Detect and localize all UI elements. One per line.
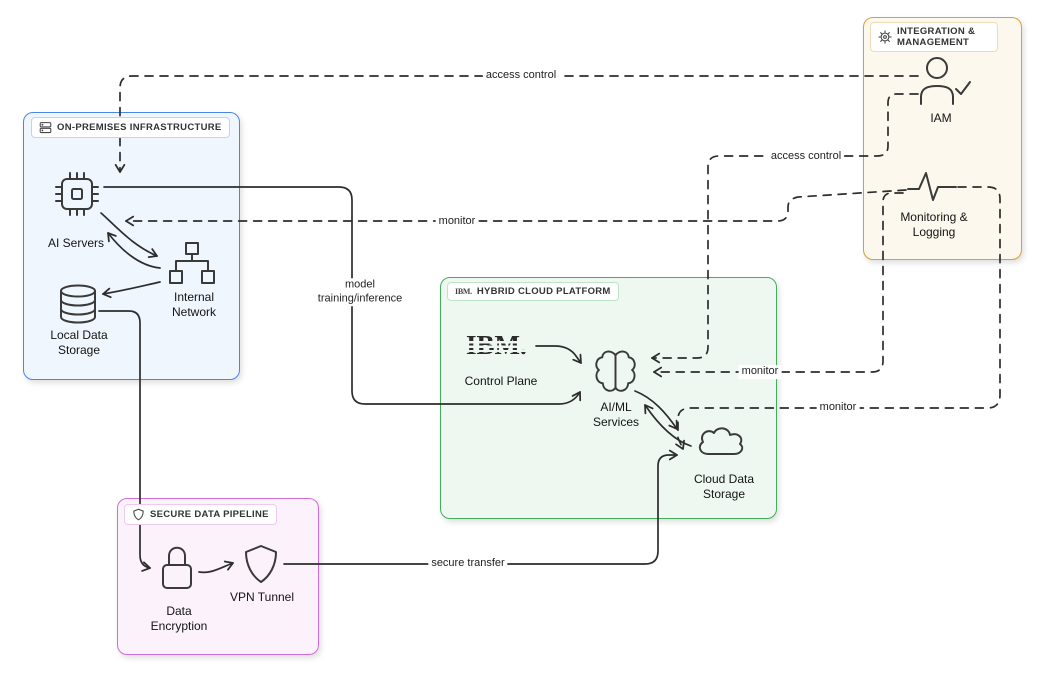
group-header-secure-pipeline: SECURE DATA PIPELINE bbox=[124, 504, 277, 525]
node-label-ai-ml-services: AI/ML Services bbox=[592, 400, 639, 430]
chip-icon bbox=[51, 170, 103, 218]
group-header-on-premises: ON-PREMISES INFRASTRUCTURE bbox=[31, 117, 230, 138]
gear-icon bbox=[878, 30, 892, 44]
edge-cloud-storage-aiml bbox=[644, 404, 692, 447]
edge-monitor-ai-servers bbox=[125, 189, 907, 227]
edge-access-control-iam-aiml bbox=[651, 93, 919, 364]
edge-control-plane-aiml bbox=[535, 345, 582, 364]
group-header-hybrid-cloud: IBM. HYBRID CLOUD PLATFORM bbox=[447, 282, 619, 302]
edge-ai-servers-network bbox=[100, 212, 158, 259]
node-label-internal-network: Internal Network bbox=[171, 290, 216, 320]
edge-label-monitor-2: monitor bbox=[738, 365, 782, 379]
node-label-control-plane: Control Plane bbox=[464, 374, 538, 388]
node-label-ai-servers: AI Servers bbox=[47, 236, 104, 250]
user-check-icon bbox=[908, 56, 974, 106]
edge-model-training-inference bbox=[103, 186, 582, 405]
edge-encryption-vpn bbox=[198, 560, 234, 574]
network-icon bbox=[166, 241, 218, 287]
ibm-logo-icon: IBM. bbox=[455, 287, 472, 297]
server-icon bbox=[39, 122, 52, 134]
edge-network-ai-servers bbox=[107, 232, 161, 269]
lock-icon bbox=[156, 538, 198, 598]
node-label-data-encryption: Data Encryption bbox=[150, 604, 208, 634]
node-label-local-data-storage: Local Data Storage bbox=[50, 328, 108, 358]
group-hybrid-cloud bbox=[440, 277, 777, 519]
cloud-icon bbox=[695, 424, 747, 460]
node-label-cloud-data-storage: Cloud Data Storage bbox=[693, 472, 755, 502]
edge-label-monitor-3: monitor bbox=[816, 401, 860, 415]
edge-label-secure-transfer: secure transfer bbox=[428, 557, 508, 571]
edge-label-access-control-1: access control bbox=[482, 69, 560, 83]
node-label-monitoring-logging: Monitoring & Logging bbox=[900, 210, 968, 240]
edge-monitor-cloud-storage bbox=[675, 186, 1001, 450]
group-integration-management bbox=[863, 17, 1022, 260]
edge-aiml-cloud-storage bbox=[634, 390, 678, 430]
brain-icon bbox=[592, 347, 639, 397]
pulse-icon bbox=[906, 168, 958, 204]
group-label-integration: INTEGRATION & MANAGEMENT bbox=[897, 26, 976, 49]
group-header-integration: INTEGRATION & MANAGEMENT bbox=[870, 22, 998, 53]
group-label-hybrid-cloud: HYBRID CLOUD PLATFORM bbox=[476, 286, 611, 297]
edge-label-monitor-1: monitor bbox=[435, 215, 479, 229]
database-icon bbox=[56, 283, 100, 325]
group-label-on-premises: ON-PREMISES INFRASTRUCTURE bbox=[57, 121, 222, 133]
edge-network-local-storage bbox=[102, 281, 161, 299]
ibm-logo-stripes bbox=[466, 339, 530, 354]
edge-storage-encryption bbox=[98, 310, 151, 572]
group-label-secure-pipeline: SECURE DATA PIPELINE bbox=[150, 508, 269, 520]
group-on-premises bbox=[23, 112, 240, 380]
edge-access-control-iam-ai-servers bbox=[114, 75, 919, 173]
edge-secure-transfer bbox=[283, 449, 678, 565]
node-label-iam: IAM bbox=[930, 111, 952, 125]
edge-label-access-control-2: access control bbox=[767, 150, 845, 164]
edge-label-model-training: model training/inference bbox=[308, 278, 412, 306]
shield-icon bbox=[241, 544, 281, 584]
shield-icon bbox=[133, 508, 144, 521]
ibm-logo: IBM. bbox=[466, 330, 538, 360]
edge-monitor-aiml bbox=[653, 192, 904, 378]
node-label-vpn-tunnel: VPN Tunnel bbox=[229, 590, 295, 604]
